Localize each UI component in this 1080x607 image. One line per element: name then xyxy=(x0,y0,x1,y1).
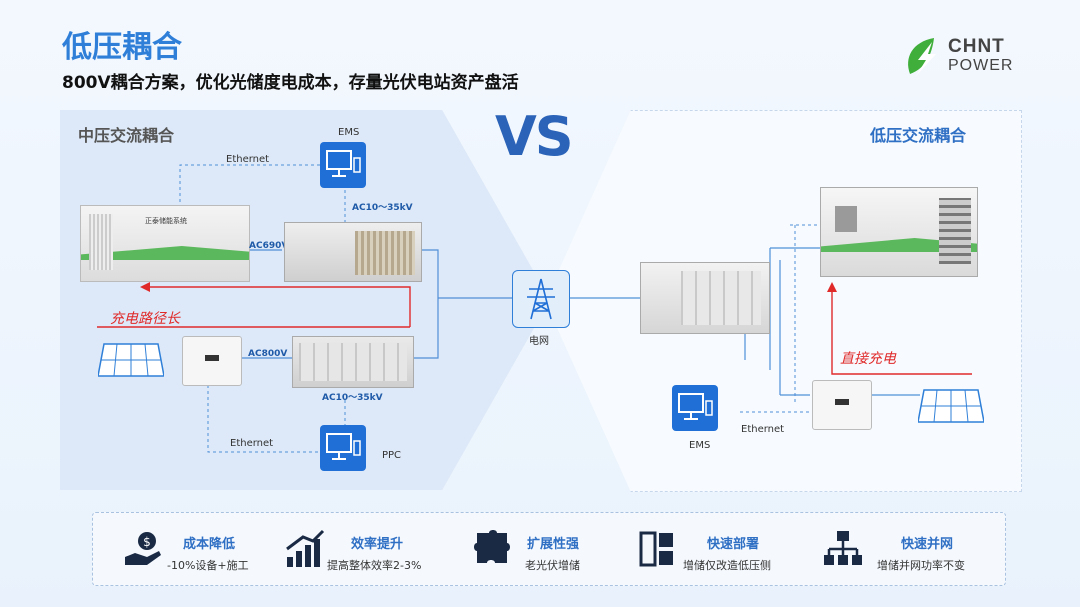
page-subtitle: 800V耦合方案，优化光储度电成本，存量光伏电站资产盘活 xyxy=(62,73,519,93)
feature-grid-connect-title: 快速并网 xyxy=(901,537,954,552)
mv-transformer xyxy=(284,222,422,282)
feature-deploy-title: 快速部署 xyxy=(707,537,760,552)
ac-voltage-bottom: AC10～35kV xyxy=(322,393,383,403)
mv-coupling-panel xyxy=(60,110,550,490)
ppc-monitor-icon xyxy=(320,425,366,471)
feature-efficiency: 效率提升 提高整体效率2-3% xyxy=(283,513,443,585)
feature-scalability: 扩展性强 老光伏增储 xyxy=(471,513,611,585)
lv-coupling-label: 低压交流耦合 xyxy=(870,126,967,145)
deploy-icon xyxy=(639,531,673,567)
ems-monitor-icon xyxy=(320,142,366,188)
ac800-label: AC800V xyxy=(248,349,288,359)
direct-charge-label: 直接充电 xyxy=(840,351,896,367)
feature-cost-title: 成本降低 xyxy=(183,537,236,552)
ppc-label: PPC xyxy=(382,450,402,461)
page-title: 低压耦合 xyxy=(62,30,182,65)
ethernet-label-bottom: Ethernet xyxy=(230,438,274,449)
string-inverter-right xyxy=(812,380,872,430)
ac690-label: AC690V xyxy=(249,241,289,251)
ems-monitor-right-icon xyxy=(672,385,718,431)
lv-coupling-panel xyxy=(545,110,1022,492)
network-icon xyxy=(824,531,862,565)
feature-cost: $ 成本降低 -10%设备+施工 xyxy=(121,513,271,585)
cost-down-icon: $ xyxy=(125,532,161,565)
feature-scalability-desc: 老光伏增储 xyxy=(525,559,580,572)
ess-container: 正泰储能系统 xyxy=(80,205,250,282)
logo-text-bottom: POWER xyxy=(948,57,1014,74)
pv-panel-right-icon xyxy=(917,386,985,426)
lv-ess-container xyxy=(820,187,978,277)
grid-tower-icon xyxy=(512,270,570,328)
feature-cost-desc: -10%设备+施工 xyxy=(167,559,249,572)
ethernet-label-top: Ethernet xyxy=(226,154,270,165)
ethernet-label-right: Ethernet xyxy=(741,424,785,435)
puzzle-icon xyxy=(474,530,510,563)
ess-brand-label: 正泰储能系统 xyxy=(145,217,187,225)
ac-voltage-top: AC10～35kV xyxy=(352,203,413,213)
vs-label: VS xyxy=(495,105,574,168)
features-bar: $ 成本降低 -10%设备+施工 效率提升 提高整体效率2-3% 扩展性强 老光… xyxy=(92,512,1006,586)
feature-efficiency-desc: 提高整体效率2-3% xyxy=(327,559,422,572)
pv-panel-left-icon xyxy=(97,340,165,380)
leaf-logo-icon xyxy=(908,38,936,76)
feature-scalability-title: 扩展性强 xyxy=(527,537,580,552)
ems-label-left: EMS xyxy=(338,127,360,138)
feature-efficiency-title: 效率提升 xyxy=(351,537,404,552)
feature-deploy-desc: 增储仅改造低压侧 xyxy=(683,559,771,572)
string-inverter-left xyxy=(182,336,242,386)
svg-text:$: $ xyxy=(143,535,151,549)
feature-grid-connect: 快速并网 增储并网功率不变 xyxy=(821,513,991,585)
efficiency-icon xyxy=(286,529,325,567)
mv-skid xyxy=(292,336,414,388)
logo-text-top: CHNT xyxy=(948,36,1005,57)
grid-label: 电网 xyxy=(529,336,549,347)
feature-grid-connect-desc: 增储并网功率不变 xyxy=(877,559,965,572)
feature-deploy: 快速部署 增储仅改造低压侧 xyxy=(637,513,807,585)
chint-power-logo: CHNT POWER xyxy=(902,34,1022,80)
charge-path-long-label: 充电路径长 xyxy=(110,311,180,327)
mv-coupling-label: 中压交流耦合 xyxy=(78,126,175,145)
ems-label-right: EMS xyxy=(689,440,711,451)
lv-pcs-skid xyxy=(640,262,770,334)
